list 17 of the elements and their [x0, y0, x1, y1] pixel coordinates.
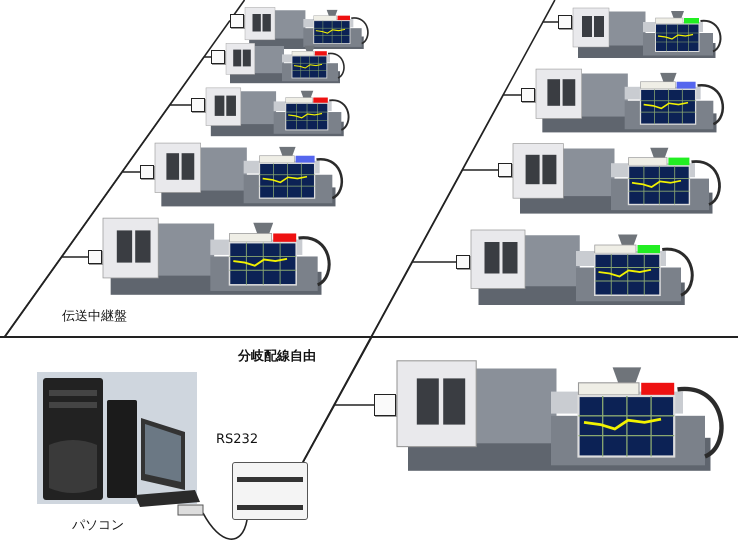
relay-box — [558, 15, 572, 29]
relay-box — [498, 163, 512, 177]
relay-box — [140, 165, 154, 179]
relay-box — [521, 88, 535, 102]
cable — [202, 512, 248, 540]
relay-box — [211, 50, 225, 64]
node-label: パソコン — [72, 517, 124, 534]
relay-box — [456, 255, 470, 269]
label: 分岐配線自由 — [238, 348, 316, 365]
relay-box — [230, 14, 244, 28]
relay-box — [88, 250, 102, 264]
label: 伝送中継盤 — [62, 308, 127, 325]
converter-box — [232, 462, 308, 520]
node-label: RS232 — [216, 432, 258, 447]
relay-box — [374, 394, 396, 416]
relay-box — [191, 98, 205, 112]
cable — [302, 404, 374, 462]
